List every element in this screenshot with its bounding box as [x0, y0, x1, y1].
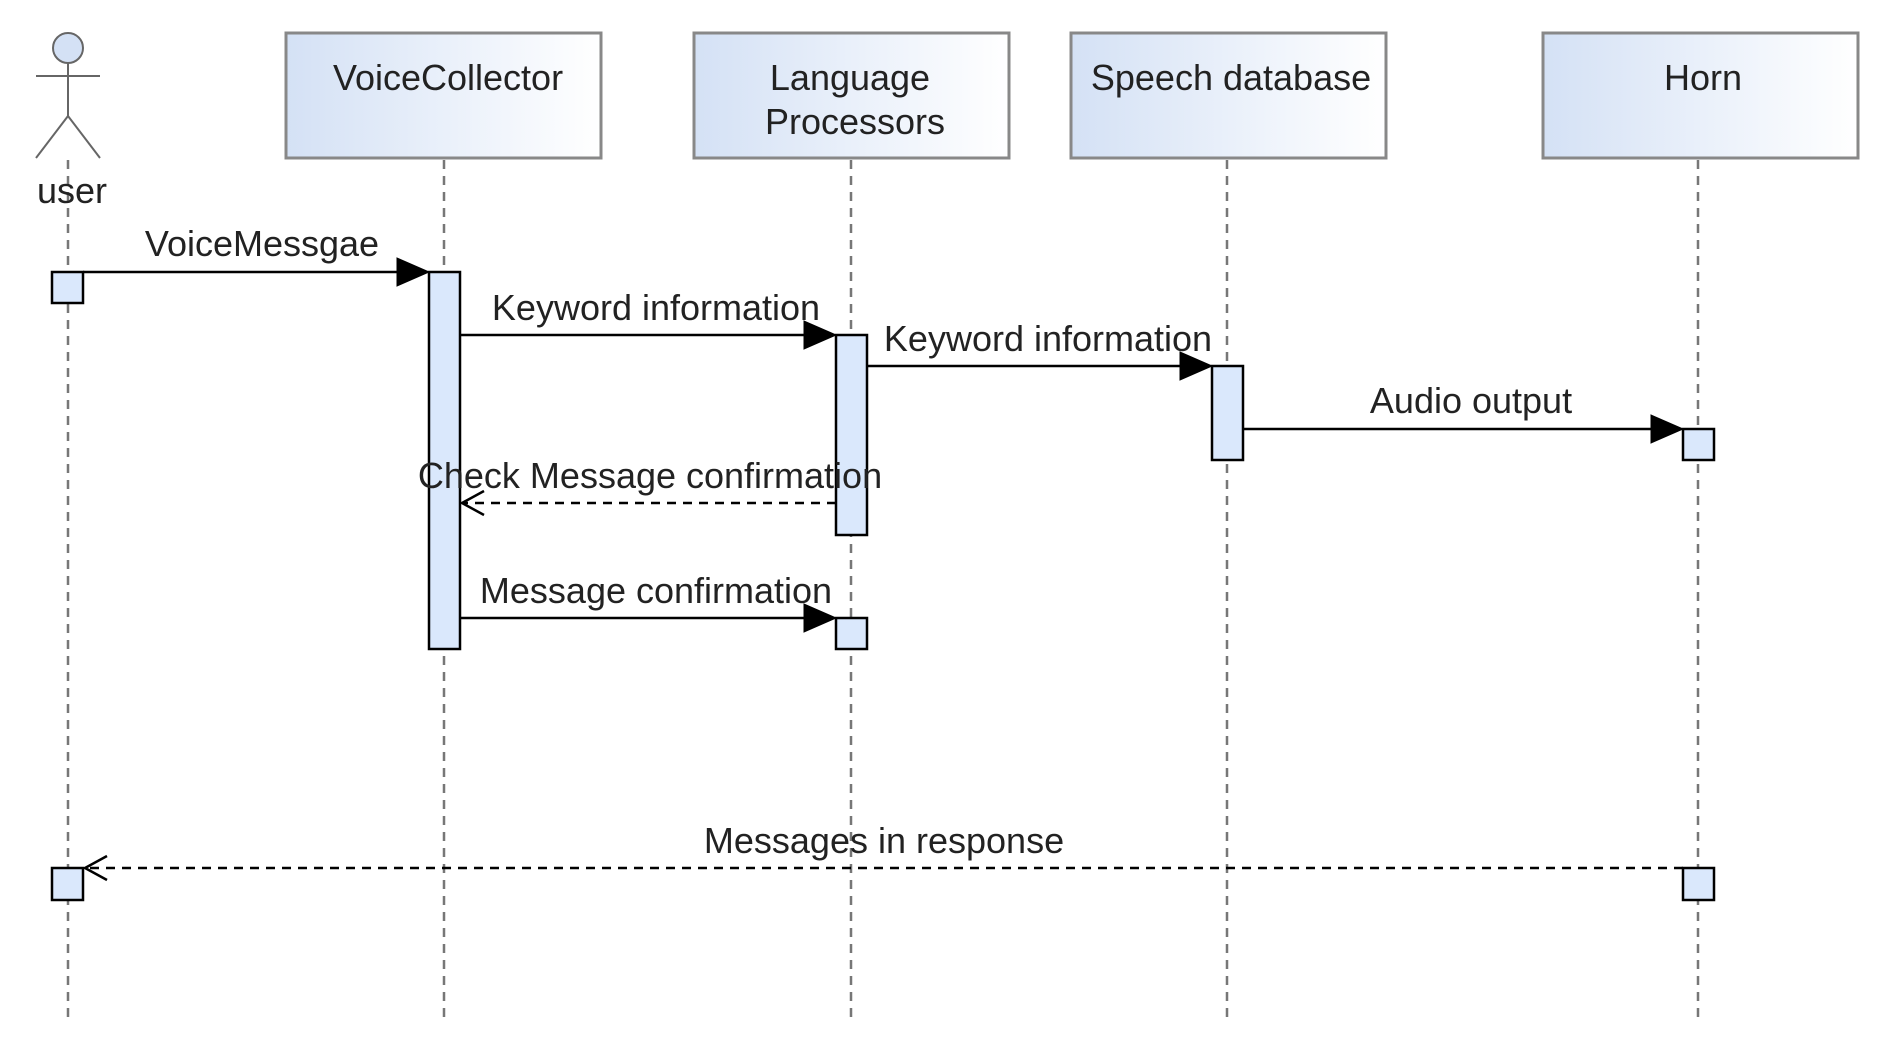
messages: VoiceMessgae Keyword information Keyword…: [82, 223, 1685, 882]
participant-horn: Horn: [1541, 31, 1860, 160]
actor-user: [35, 32, 101, 159]
participant-box-horn: [1541, 31, 1860, 160]
message-check-confirmation: Check Message confirmation: [418, 455, 882, 517]
actor-label-user: user: [37, 170, 107, 211]
actor-leg-left: [35, 115, 69, 159]
activation-user-2: [50, 866, 85, 902]
participant-label-sd: Speech database: [1091, 57, 1371, 98]
participant-label-horn: Horn: [1664, 57, 1742, 98]
participant-label-lp: Language Processors: [765, 57, 945, 142]
activation-horn-1: [1681, 427, 1716, 462]
activation-user-1: [50, 270, 85, 305]
message-label: Keyword information: [492, 287, 820, 328]
message-label: Keyword information: [884, 318, 1212, 359]
arrowhead-open: [459, 489, 485, 517]
activations: [50, 270, 1716, 902]
arrowhead-filled: [396, 257, 431, 287]
actor-leg-right: [67, 115, 101, 159]
activation-vc: [427, 270, 462, 651]
message-audio-output: Audio output: [1243, 380, 1685, 444]
message-label: Audio output: [1370, 380, 1572, 421]
activation-sd: [1210, 364, 1245, 462]
message-confirmation: Message confirmation: [460, 570, 838, 633]
message-label: VoiceMessgae: [145, 223, 379, 264]
participant-vc: VoiceCollector: [284, 31, 603, 160]
message-label: Check Message confirmation: [418, 455, 882, 496]
activation-horn-2: [1681, 866, 1716, 902]
participant-label-vc: VoiceCollector: [333, 57, 563, 98]
message-label: Message confirmation: [480, 570, 832, 611]
participant-box-sd: [1069, 31, 1388, 160]
arrowhead-filled: [803, 603, 838, 633]
message-label: Messages in response: [704, 820, 1064, 861]
participant-sd: Speech database: [1069, 31, 1388, 160]
message-response: Messages in response: [82, 820, 1683, 882]
arrowhead-open: [82, 854, 108, 882]
message-keyword-info-2: Keyword information: [867, 318, 1214, 381]
participant-box-vc: [284, 31, 603, 160]
arrowhead-filled: [1650, 414, 1685, 444]
actor-head: [52, 32, 84, 64]
arrowhead-filled: [803, 320, 838, 350]
arrowhead-filled: [1179, 351, 1214, 381]
participant-lp: Language Processors: [692, 31, 1011, 160]
message-voicemessgae: VoiceMessgae: [83, 223, 431, 287]
activation-lp-2: [834, 616, 869, 651]
lifelines: [66, 160, 1700, 1018]
message-keyword-info-1: Keyword information: [460, 287, 838, 350]
activation-lp-1: [834, 333, 869, 537]
participant-box-lp: [692, 31, 1011, 160]
